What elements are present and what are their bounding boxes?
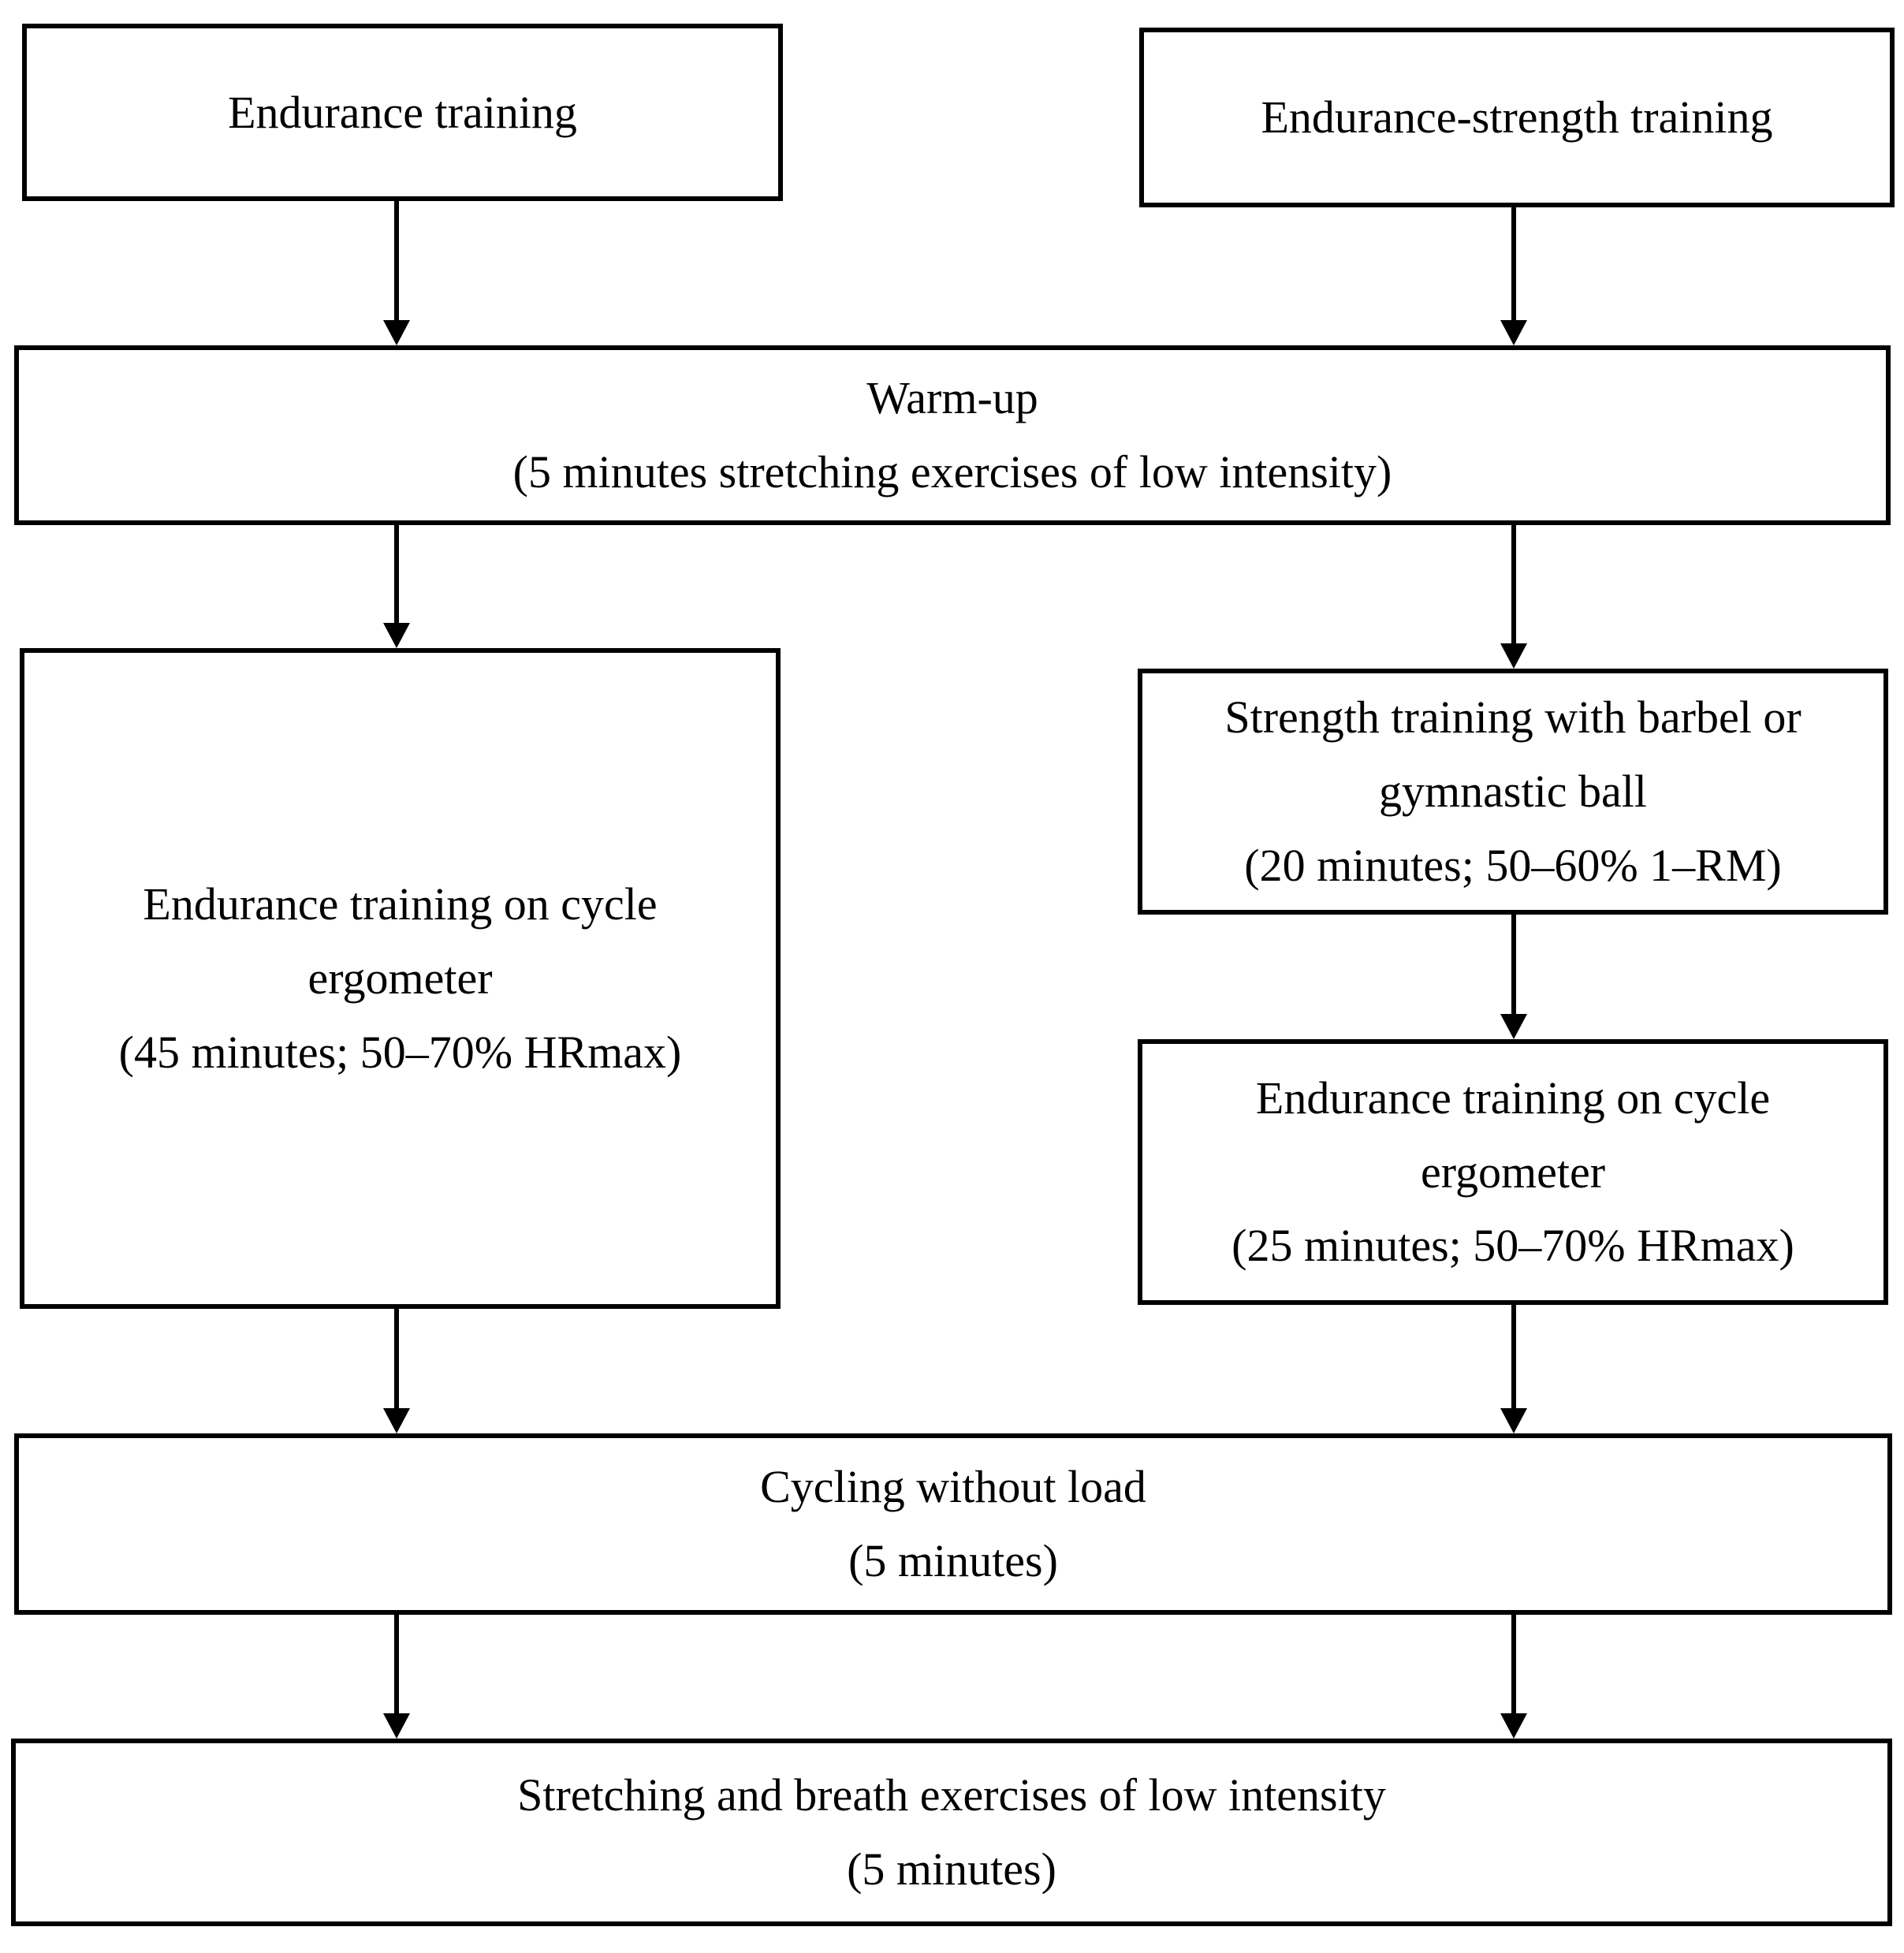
node-endurance-cycle-25-text: Endurance training on cycle ergometer (2… [1231,1061,1794,1284]
node-cycling-without-load-text: Cycling without load (5 minutes) [760,1450,1146,1598]
node-line: Endurance training on cycle [143,878,658,930]
arrow-shaft [1511,915,1516,1014]
node-endurance-strength-training: Endurance-strength training [1139,28,1895,207]
arrow-head-icon [383,320,410,345]
node-line: gymnastic ball [1379,766,1647,818]
node-line: Warm-up [866,372,1038,424]
node-warm-up: Warm-up (5 minutes stretching exercises … [14,345,1891,525]
node-line: ergometer [1420,1146,1606,1198]
arrow-shaft [1511,1615,1516,1713]
arrow-head-icon [1500,1014,1527,1039]
node-line: (5 minutes) [847,1843,1056,1895]
node-warm-up-text: Warm-up (5 minutes stretching exercises … [513,361,1392,509]
node-endurance-cycle-45-text: Endurance training on cycle ergometer (4… [119,867,682,1090]
arrow-endurance-cycle-45-to-cycling [383,1309,410,1433]
node-line: (20 minutes; 50–60% 1–RM) [1244,839,1782,891]
arrow-cycling-to-stretching-right [1500,1615,1527,1739]
arrow-head-icon [383,1408,410,1433]
arrow-head-icon [1500,320,1527,345]
arrow-endurance-cycle-25-to-cycling [1500,1305,1527,1433]
node-endurance-training-text: Endurance training [228,76,577,150]
arrow-endurance-strength-to-warmup [1500,207,1527,345]
node-endurance-strength-training-text: Endurance-strength training [1261,80,1772,155]
arrow-head-icon [383,623,410,648]
arrow-warmup-to-endurance-cycle-45 [383,525,410,648]
node-cycling-without-load: Cycling without load (5 minutes) [14,1433,1892,1615]
arrow-endurance-to-warmup [383,201,410,345]
node-line: (5 minutes stretching exercises of low i… [512,446,1392,498]
arrow-head-icon [1500,643,1527,669]
arrow-head-icon [1500,1408,1527,1433]
node-stretching-breath-text: Stretching and breath exercises of low i… [517,1758,1386,1906]
node-line: Strength training with barbel or [1224,691,1802,744]
node-strength-training-text: Strength training with barbel or gymnast… [1224,680,1801,903]
node-line: ergometer [307,952,493,1004]
arrow-strength-to-endurance-cycle-25 [1500,915,1527,1039]
node-line: (45 minutes; 50–70% HRmax) [118,1026,682,1078]
node-line: (25 minutes; 50–70% HRmax) [1231,1220,1794,1272]
arrow-shaft [1511,1305,1516,1408]
arrow-head-icon [1500,1713,1527,1739]
arrow-shaft [1511,207,1516,320]
arrow-shaft [1511,525,1516,643]
arrow-head-icon [383,1713,410,1739]
node-line: Endurance training on cycle [1255,1072,1771,1124]
node-line: Cycling without load [760,1461,1146,1513]
arrow-cycling-to-stretching-left [383,1615,410,1739]
arrow-shaft [394,1309,399,1408]
node-line: (5 minutes) [848,1535,1058,1586]
node-line: Endurance training [228,86,577,138]
node-strength-training: Strength training with barbel or gymnast… [1138,669,1888,915]
node-endurance-training: Endurance training [22,24,783,201]
arrow-warmup-to-strength-training [1500,525,1527,669]
arrow-shaft [394,525,399,623]
node-line: Stretching and breath exercises of low i… [517,1769,1386,1821]
node-line: Endurance-strength training [1261,91,1773,143]
arrow-shaft [394,1615,399,1713]
node-endurance-cycle-45: Endurance training on cycle ergometer (4… [20,648,781,1309]
node-endurance-cycle-25: Endurance training on cycle ergometer (2… [1138,1039,1888,1305]
node-stretching-breath: Stretching and breath exercises of low i… [11,1739,1892,1926]
arrow-shaft [394,201,399,320]
